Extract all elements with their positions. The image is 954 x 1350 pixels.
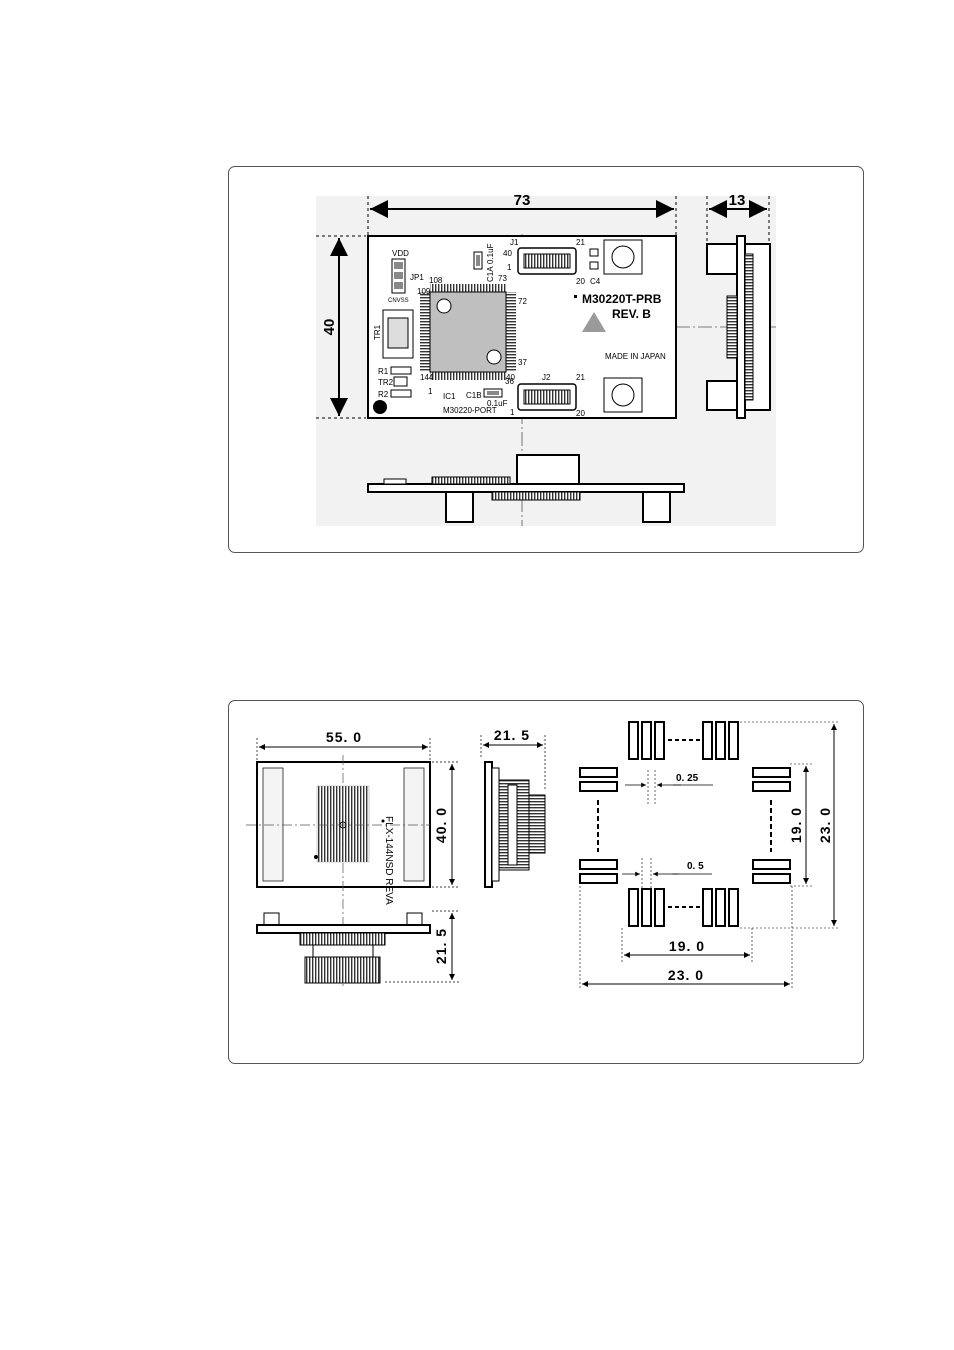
svg-text:20: 20 (576, 277, 585, 286)
svg-text:40: 40 (506, 373, 515, 382)
outer-span-horizontal-label: 23. 0 (668, 967, 704, 983)
socket-height-dimension: 40. 0 (432, 762, 460, 887)
pad-width-label: 0. 5 (687, 861, 704, 872)
board-revision-label: REV. B (612, 307, 651, 321)
svg-text:21. 5: 21. 5 (433, 928, 449, 964)
svg-text:C1B: C1B (466, 391, 482, 400)
outer-span-vertical-label: 23. 0 (817, 807, 833, 843)
svg-text:40. 0: 40. 0 (433, 807, 449, 843)
inner-span-horizontal-label: 19. 0 (669, 938, 705, 954)
svg-text:55. 0: 55. 0 (326, 729, 362, 745)
inner-span-vertical-label: 19. 0 (788, 807, 804, 843)
vdd-label: VDD (392, 249, 409, 258)
r1-label: R1 (378, 367, 389, 376)
r2-label: R2 (378, 390, 389, 399)
socket-width-dimension: 55. 0 (257, 729, 430, 760)
svg-text:0.1uF: 0.1uF (486, 243, 495, 264)
made-in-label: MADE IN JAPAN (605, 352, 666, 361)
pin1-marker-dot (373, 400, 387, 414)
pad-pitch-label: 0. 25 (676, 773, 699, 784)
jp1-label: JP1 (410, 273, 424, 282)
svg-text:1: 1 (428, 387, 433, 396)
socket-side-view: 21. 5 (481, 727, 545, 887)
svg-text:1: 1 (510, 408, 515, 417)
depth-label: 13 (729, 192, 746, 209)
svg-text:144: 144 (420, 373, 434, 382)
svg-text:21: 21 (576, 373, 585, 382)
svg-text:108: 108 (429, 276, 443, 285)
transistor-tr2 (394, 377, 407, 386)
board-model-label: M30220T-PRB (582, 292, 662, 306)
tr1-label: TR1 (373, 324, 382, 340)
footprint-pad-layout: 0. 25 0. 5 19. 0 23. 0 19. 0 23. 0 (580, 722, 840, 990)
ic1-label: IC1 (443, 392, 456, 401)
svg-text:J1: J1 (510, 238, 519, 247)
socket-board-label: FLX-144NSD REVA (383, 816, 394, 905)
port-label: M30220-PORT (443, 406, 497, 415)
tr2-label: TR2 (378, 378, 394, 387)
height-label: 40 (321, 319, 338, 336)
svg-text:J2: J2 (542, 373, 551, 382)
resistor-r2 (391, 390, 411, 397)
resistor-r1 (391, 367, 411, 374)
svg-text:72: 72 (518, 297, 527, 306)
svg-text:1: 1 (507, 263, 512, 272)
svg-text:109: 109 (417, 287, 431, 296)
width-label: 73 (514, 192, 531, 209)
socket-front-view: 21. 5 (257, 911, 460, 983)
svg-text:40: 40 (503, 249, 512, 258)
svg-text:21: 21 (576, 238, 585, 247)
svg-text:37: 37 (518, 358, 527, 367)
svg-text:C1A: C1A (486, 266, 495, 282)
capacitor-c4 (590, 249, 598, 256)
svg-text:20: 20 (576, 409, 585, 418)
cnvss-label: CNVSS (388, 298, 409, 304)
svg-text:C4: C4 (590, 277, 601, 286)
svg-text:73: 73 (498, 274, 507, 283)
svg-text:21. 5: 21. 5 (494, 727, 530, 743)
probe-board-top-view: VDD JP1 CNVSS TR1 R1 TR2 R2 108 109 144 … (368, 236, 676, 418)
